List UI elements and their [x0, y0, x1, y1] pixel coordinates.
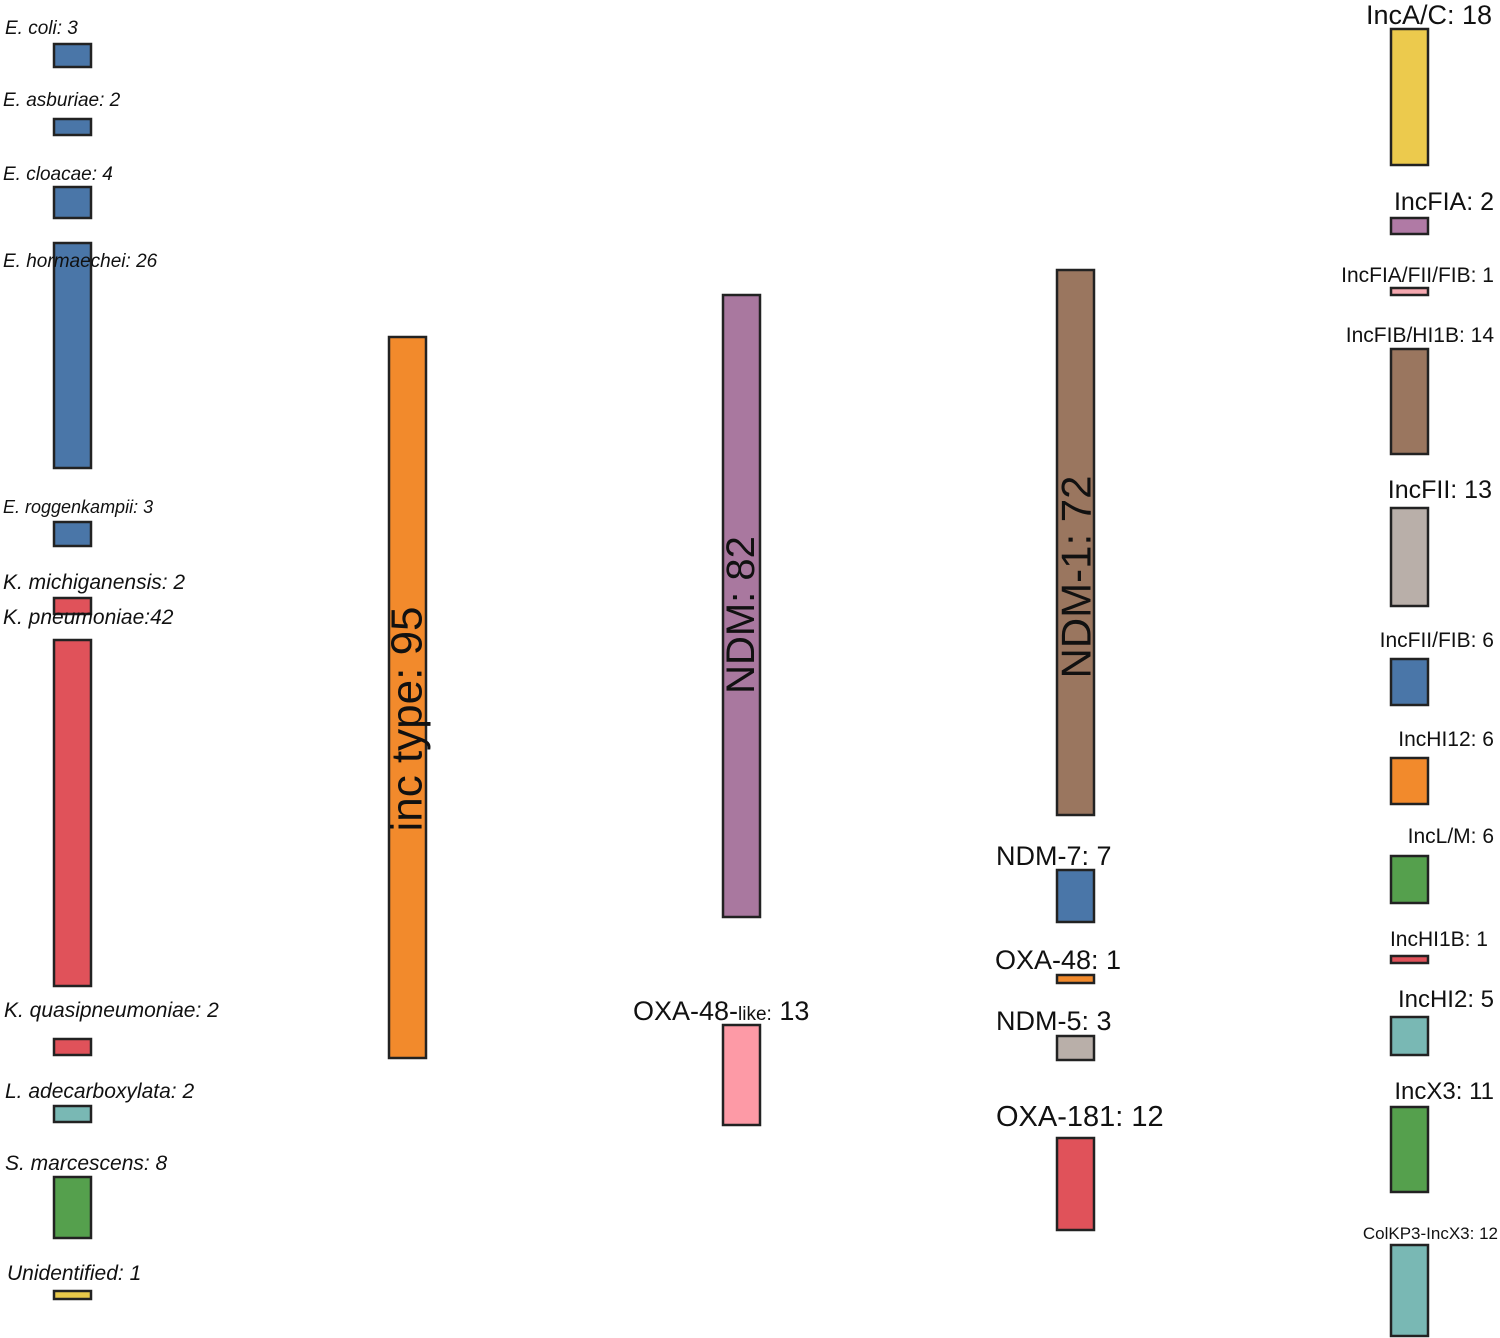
node-kmic — [52, 596, 93, 616]
node-incac — [1389, 27, 1430, 167]
node-unid — [52, 1289, 93, 1301]
node-incfia — [1389, 216, 1430, 236]
node-ecoli — [52, 42, 93, 69]
node-inchi2 — [1389, 1015, 1430, 1057]
link-smar-to-inc — [91, 990, 389, 1238]
node-incx3 — [1389, 1105, 1430, 1194]
node-kpne — [52, 638, 93, 988]
node-incfiafii — [1389, 286, 1430, 297]
label-oxa181: OXA-181: 12 — [996, 1101, 1164, 1133]
label-incx3: IncX3: 11 — [1394, 1078, 1494, 1105]
node-oxalike — [721, 1023, 762, 1127]
link-ehor-to-inc — [91, 243, 389, 603]
node-inc — [387, 335, 428, 1060]
link-ndm1-to-incfib — [1094, 349, 1391, 527]
label-oxa48: OXA-48: 1 — [995, 945, 1121, 975]
link-oxa48-to-inclm — [1094, 895, 1391, 983]
node-easb — [52, 117, 93, 137]
link-ndm1-to-inchi12 — [1094, 671, 1391, 804]
node-smar — [52, 1175, 93, 1240]
link-ndm1-to-inchi2 — [1094, 762, 1391, 1055]
node-inchi1b — [1389, 954, 1430, 965]
label-ehor: E. hormaechei: 26 — [3, 251, 158, 272]
link-ndm1-to-inchi1b — [1094, 754, 1391, 963]
node-ndm — [721, 293, 762, 919]
node-erog — [52, 520, 93, 548]
node-lade — [52, 1104, 93, 1124]
node-inclm — [1389, 854, 1430, 905]
label-inchi2: IncHI2: 5 — [1398, 986, 1494, 1013]
node-ndm7 — [1055, 868, 1096, 924]
node-ndm5 — [1055, 1034, 1096, 1062]
node-oxa181 — [1055, 1136, 1096, 1232]
node-incfib — [1389, 347, 1430, 456]
link-easb-to-inc — [91, 119, 389, 375]
link-kpne-to-inc — [91, 640, 389, 986]
label-lade: L. adecarboxylata: 2 — [5, 1080, 194, 1103]
label-inchi12: IncHI12: 6 — [1398, 728, 1494, 751]
link-ecoli-to-inc — [91, 44, 389, 360]
node-ndm1 — [1055, 268, 1096, 817]
label-easb: E. asburiae: 2 — [3, 90, 121, 111]
label-incfii: IncFII: 13 — [1388, 476, 1492, 504]
label-inc: inc type: 95 — [383, 606, 432, 831]
label-colkp3: ColKP3-IncX3: 12 — [1363, 1224, 1498, 1243]
label-kmic: K. michiganensis: 2 — [3, 571, 185, 594]
label-kpne: K. pneumoniae:42 — [3, 606, 174, 629]
label-smar: S. marcescens: 8 — [5, 1152, 168, 1175]
nodes-layer — [52, 27, 1430, 1338]
node-oxa48 — [1055, 973, 1096, 985]
label-ndm1: NDM-1: 72 — [1053, 475, 1100, 678]
label-erog: E. roggenkampii: 3 — [3, 497, 153, 517]
link-inc-to-ndm — [426, 295, 723, 959]
link-ndm1-to-incfii — [1094, 508, 1391, 626]
label-ndm5: NDM-5: 3 — [996, 1006, 1112, 1036]
label-incfib: IncFIB/HI1B: 14 — [1346, 324, 1495, 347]
node-inchi12 — [1389, 756, 1430, 806]
labels-layer: E. coli: 3 E. asburiae: 2 E. cloacae: 4 E. … — [3, 0, 1498, 1285]
label-oxalike-main: OXA-48- — [633, 996, 738, 1026]
label-inclm: IncL/M: 6 — [1408, 825, 1494, 848]
label-ndm: NDM: 82 — [719, 536, 763, 694]
label-incfiifib: IncFII/FIB: 6 — [1380, 629, 1494, 652]
label-incfia: IncFIA: 2 — [1394, 188, 1494, 216]
link-ndm-to-ndm1 — [760, 270, 1057, 841]
link-eclo-to-inc — [91, 187, 389, 405]
link-inc-to-oxalike — [426, 959, 723, 1125]
label-oxalike-count: 13 — [772, 996, 810, 1026]
link-oxa181-to-colkp3 — [1094, 1138, 1391, 1336]
node-ehor — [52, 241, 93, 470]
node-kqua — [52, 1037, 93, 1057]
label-kqua: K. quasipneumoniae: 2 — [4, 999, 219, 1022]
label-eclo: E. cloacae: 4 — [3, 164, 113, 185]
link-ndm1-to-incfia — [1094, 218, 1391, 414]
label-incac: IncA/C: 18 — [1366, 0, 1492, 30]
link-ndm1-to-incfiafii — [1094, 288, 1391, 421]
node-incfii — [1389, 506, 1430, 608]
label-unid: Unidentified: 1 — [7, 1262, 141, 1285]
label-oxalike: OXA-48-like: 13 — [633, 996, 809, 1026]
label-ndm7: NDM-7: 7 — [996, 841, 1112, 871]
node-colkp3 — [1389, 1243, 1430, 1338]
label-oxalike-suffix: like: — [738, 1004, 772, 1025]
node-eclo — [52, 185, 93, 220]
label-inchi1b: IncHI1B: 1 — [1390, 928, 1488, 951]
link-ndm1-to-inclm — [1094, 717, 1391, 896]
node-incfiifib — [1389, 657, 1430, 707]
label-incfiafii: IncFIA/FII/FIB: 1 — [1341, 264, 1494, 287]
link-ndm1-to-incfiifib — [1094, 626, 1391, 705]
label-ecoli: E. coli: 3 — [5, 18, 78, 39]
link-ndm1-to-incx3 — [1094, 800, 1391, 1123]
